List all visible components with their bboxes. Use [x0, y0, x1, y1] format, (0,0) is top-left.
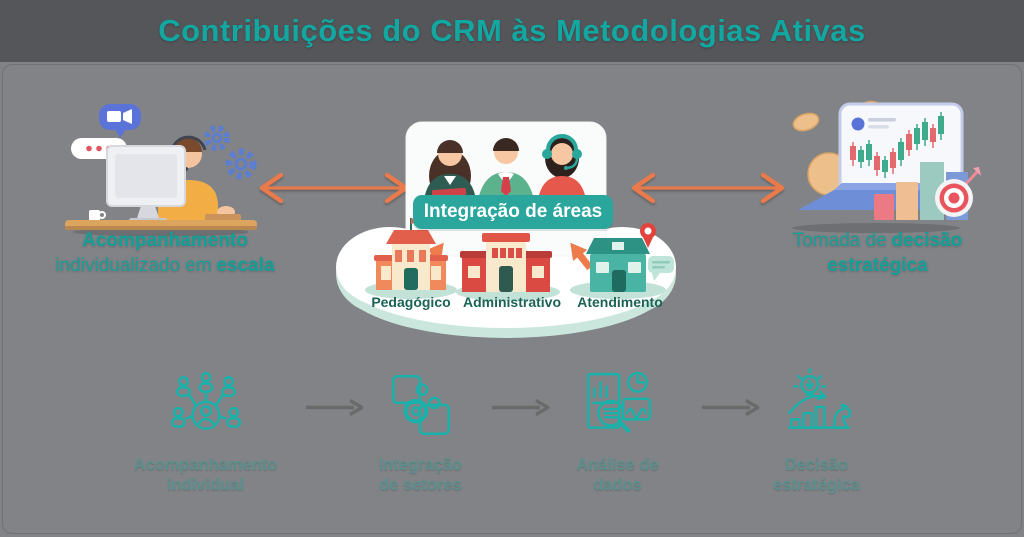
up-arrow-right-icon: [570, 242, 593, 271]
header-band: Contribuições do CRM às Metodologias Ati…: [0, 0, 1024, 62]
desk: [65, 210, 257, 230]
integration-banner-label: Integração de áreas: [423, 201, 603, 222]
step1-label-line1: Acompanhamento: [133, 456, 278, 474]
laptop-analytics-illustration: [792, 100, 981, 233]
support-agent-illustration: [65, 104, 257, 237]
people-network-icon: [170, 371, 241, 430]
step2-label-line2: de setores: [379, 476, 462, 495]
building-label-pedagogico: Pedagógico: [371, 294, 451, 310]
chat-bubble-video-icon: [99, 104, 141, 138]
step-arrow-3-icon: [702, 398, 760, 416]
puzzle-gear-icon: [391, 374, 450, 435]
step-label: Integração de setores: [333, 455, 508, 495]
process-step-1: Acompanhamento individual: [118, 368, 293, 495]
step-label: Acompanhamento individual: [118, 455, 293, 495]
data-analysis-icon: [586, 371, 651, 433]
process-step-4: Decisão estratégica: [729, 367, 904, 495]
left-caption-line2-bold: escala: [216, 254, 275, 276]
monitor: [106, 145, 186, 223]
step-arrow-2-icon: [492, 398, 550, 416]
left-caption-line1: Acompanhamento: [82, 230, 248, 251]
process-step-3: Análise de dados: [530, 368, 705, 495]
step3-label-line2: dados: [593, 476, 642, 495]
step-label: Decisão estratégica: [729, 455, 904, 495]
manager-person: [478, 138, 534, 200]
page-title: Contribuições do CRM às Metodologias Ati…: [158, 13, 866, 48]
step2-label-line1: Integração: [378, 456, 463, 474]
attendant-person: [538, 134, 586, 200]
right-caption-line1-regular: Tomada de: [792, 230, 887, 251]
center-cloud-illustration: [336, 121, 676, 338]
gears-icon: [204, 125, 257, 180]
target-dart-icon: [935, 167, 981, 217]
building-label-atendimento: Atendimento: [577, 294, 663, 310]
step3-label-line1: Análise de: [576, 456, 659, 474]
strategy-icon: [787, 367, 851, 429]
step1-label-line2: individual: [166, 476, 244, 495]
step4-label-line1: Decisão: [784, 456, 849, 474]
building-administrativo: [460, 233, 552, 292]
candlestick-chart: [850, 112, 944, 178]
step-label: Análise de dados: [530, 455, 705, 495]
building-label-administrativo: Administrativo: [462, 294, 561, 310]
process-step-2: Integração de setores: [333, 368, 508, 495]
left-caption-line2-regular: individualizado em: [55, 254, 212, 276]
right-caption-line2-bold: estratégica: [827, 254, 928, 276]
step4-label-line2: estratégica: [772, 476, 861, 495]
building-atendimento: [586, 223, 674, 292]
integration-banner: Integração de áreas: [413, 195, 613, 229]
step-arrow-1-icon: [306, 398, 364, 416]
right-caption-line1-bold: decisão: [891, 230, 963, 251]
double-arrow-right-icon: [631, 172, 785, 204]
building-pedagogico: [374, 218, 448, 290]
